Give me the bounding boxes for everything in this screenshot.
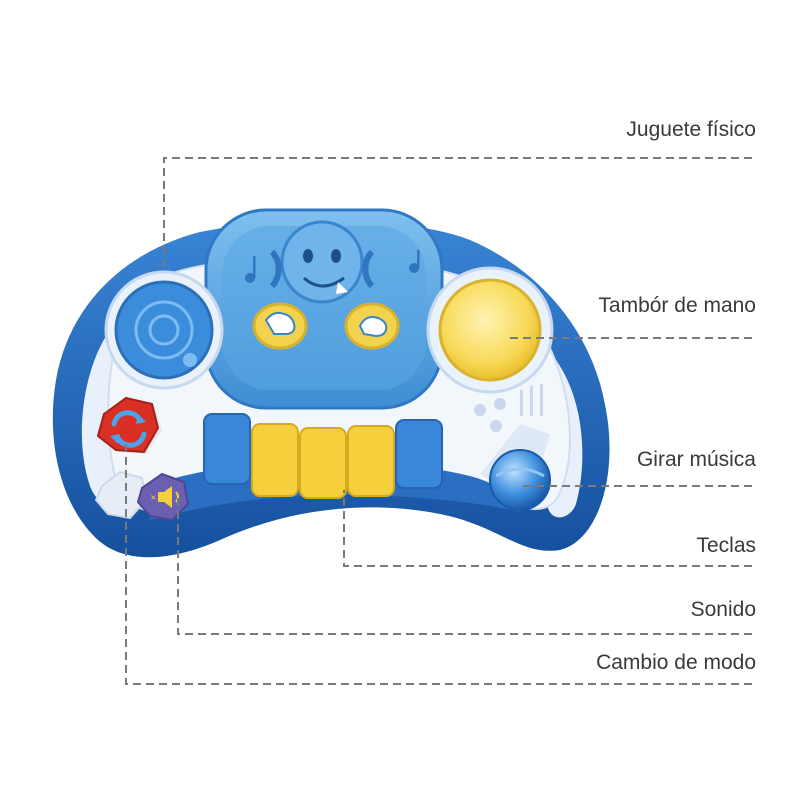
callout-keys: Teclas [696, 534, 756, 557]
callout-hand-drum: Tambór de mano [598, 294, 756, 317]
hand-icon [264, 311, 296, 335]
callout-sound: Sonido [690, 598, 756, 621]
callout-mode-change: Cambio de modo [596, 651, 756, 674]
callout-line-physical-toy [163, 157, 752, 270]
speaker-icon: × [150, 486, 179, 508]
music-notes-icon [474, 384, 543, 432]
callout-line-sound [177, 492, 752, 635]
left-drum-pad[interactable] [104, 270, 224, 390]
piano-key[interactable] [251, 423, 299, 497]
piano-key[interactable] [395, 419, 443, 489]
hand-button-left[interactable] [252, 302, 308, 350]
callout-spin-music: Girar música [636, 448, 756, 471]
hand-drum[interactable] [426, 266, 554, 394]
piano-key[interactable] [203, 413, 251, 485]
piano-key[interactable] [347, 425, 395, 497]
piano-key[interactable] [299, 427, 347, 499]
callout-line-mode-change [125, 442, 752, 685]
music-notes-icon [245, 250, 420, 283]
sound-button[interactable]: × [94, 470, 190, 522]
spin-music-ball[interactable] [480, 424, 551, 511]
hand-icon [358, 316, 388, 338]
mode-change-button[interactable] [96, 396, 162, 454]
callout-lines [125, 157, 752, 685]
robot-face-icon [269, 220, 375, 304]
hand-button-right[interactable] [344, 302, 400, 350]
callout-physical-toy: Juguete físico [626, 118, 756, 141]
drum-icon [134, 300, 194, 360]
piano-keys [203, 413, 443, 499]
svg-text:×: × [150, 493, 157, 502]
callout-line-keys [343, 490, 752, 567]
